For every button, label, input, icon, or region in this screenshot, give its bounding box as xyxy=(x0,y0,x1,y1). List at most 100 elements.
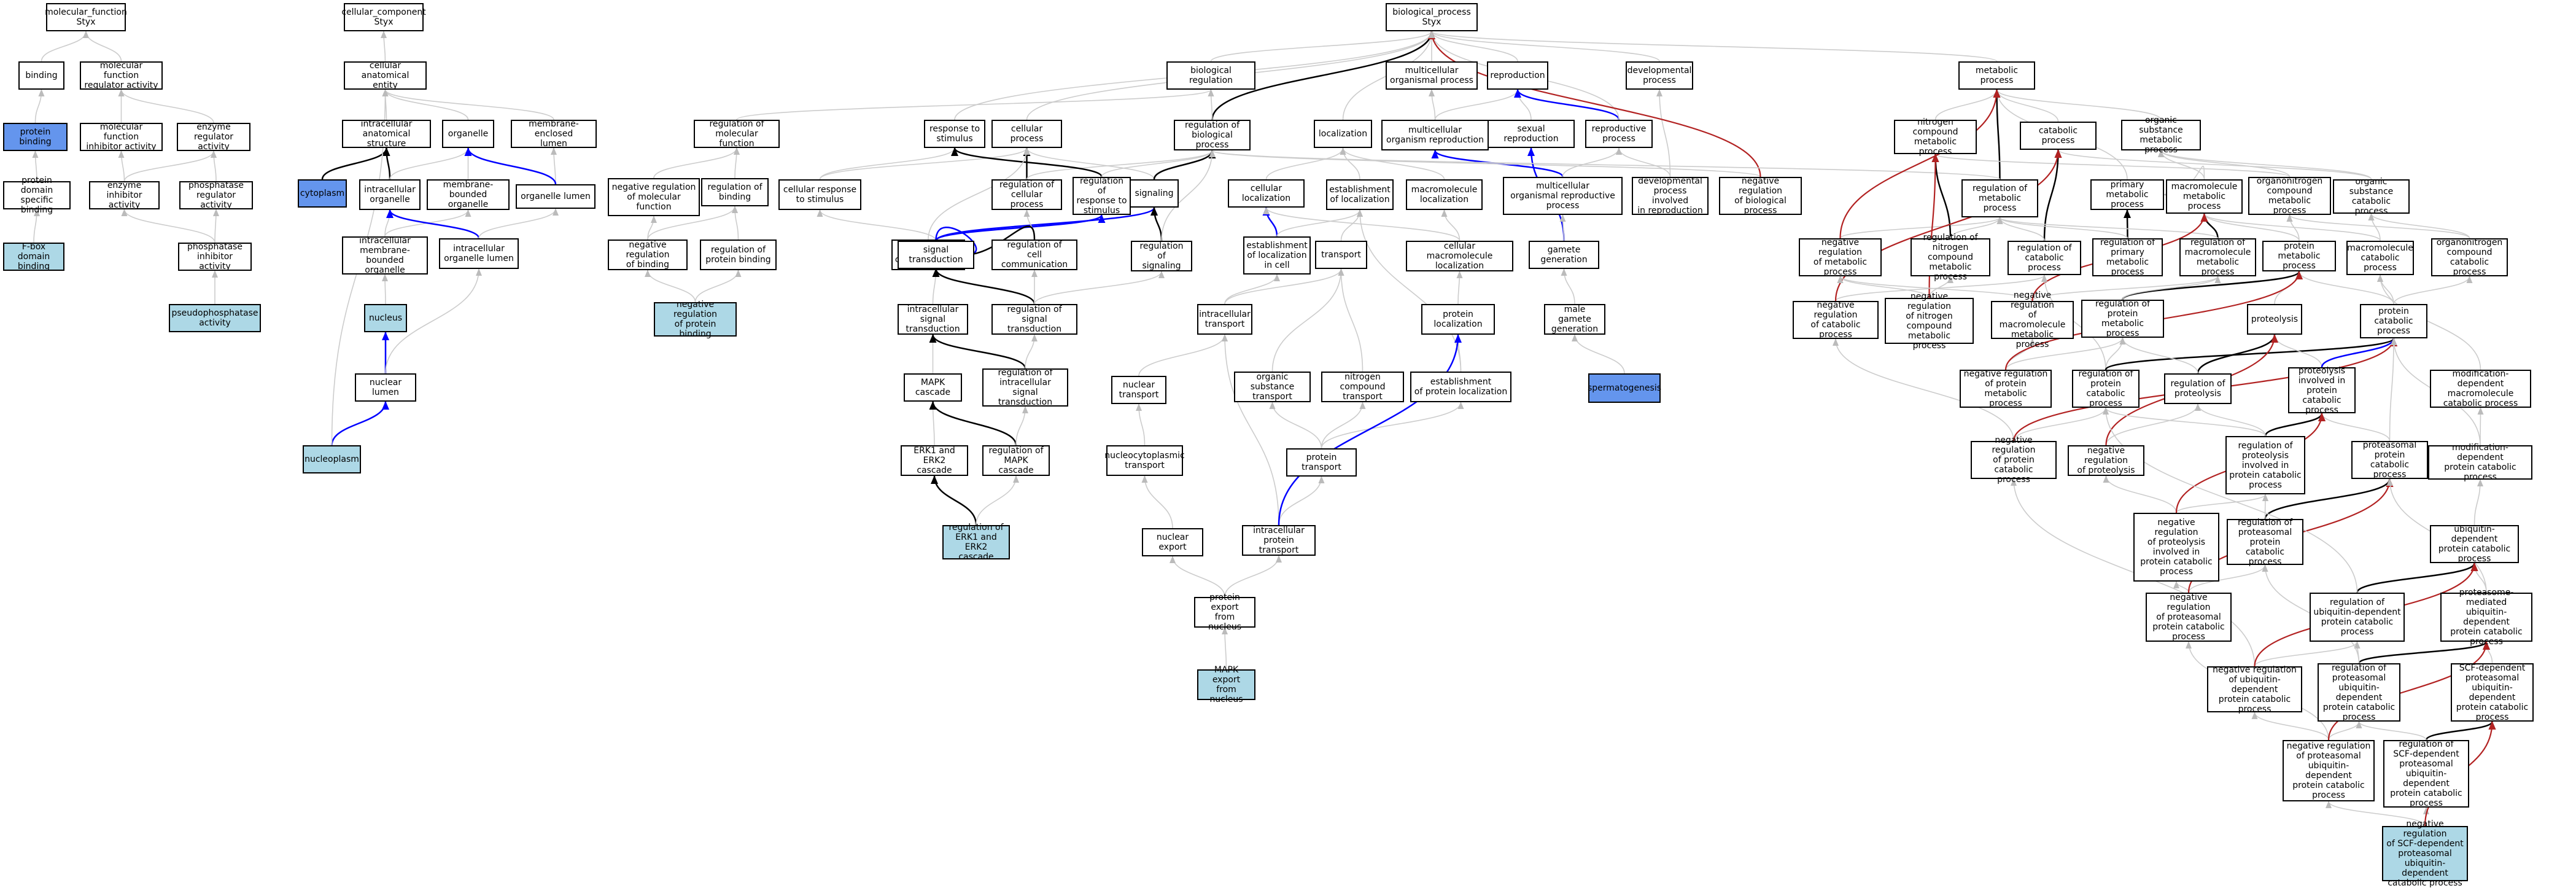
node-protmet[interactable]: protein metabolic process xyxy=(2262,241,2336,271)
node-negregpudpcp[interactable]: negative regulation of proteasomal ubiqu… xyxy=(2283,740,2375,801)
node-regprim[interactable]: regulation of primary metabolic process xyxy=(2092,238,2163,277)
node-mapk[interactable]: MAPK cascade xyxy=(904,373,962,402)
node-negregppcp[interactable]: negative regulation of proteasomal prote… xyxy=(2146,593,2232,642)
node-regmacro[interactable]: regulation of macromolecule metabolic pr… xyxy=(2179,238,2256,277)
node-negregprotmet[interactable]: negative regulation of protein metabolic… xyxy=(1960,369,2052,408)
node-negregscf[interactable]: negative regulation of SCF-dependent pro… xyxy=(2382,819,2468,888)
node-mdmcp[interactable]: modification-dependent macromolecule cat… xyxy=(2430,369,2531,408)
node-nuclumen[interactable]: nuclear lumen xyxy=(355,373,416,402)
node-mor[interactable]: multicellular organism reproduction xyxy=(1381,120,1489,150)
node-mbo[interactable]: membrane-bounded organelle xyxy=(427,179,510,210)
node-bp[interactable]: biological_process Styx xyxy=(1386,3,1478,31)
node-mfra[interactable]: molecular function regulator activity xyxy=(80,61,163,90)
node-regcat[interactable]: regulation of catabolic process xyxy=(2008,241,2081,275)
node-mapkexp[interactable]: MAPK export from nucleus xyxy=(1197,665,1255,704)
node-negregmacro[interactable]: negative regulation of macromolecule met… xyxy=(1991,290,2074,349)
node-mdpcp[interactable]: modification-dependent protein catabolic… xyxy=(2428,443,2532,482)
node-pipcp[interactable]: proteolysis involved in protein cataboli… xyxy=(2288,366,2356,415)
node-negregproteo[interactable]: negative regulation of proteolysis xyxy=(2068,445,2144,476)
node-regncmp[interactable]: regulation of nitrogen compound metaboli… xyxy=(1911,233,1990,282)
node-fbox[interactable]: F-box domain binding xyxy=(3,242,64,271)
node-onccp[interactable]: organonitrogen compound catabolic proces… xyxy=(2431,238,2508,277)
node-negregbind[interactable]: negative regulation of binding xyxy=(608,240,688,270)
node-regprotmet[interactable]: regulation of protein metabolic process xyxy=(2081,299,2164,338)
node-negregmet[interactable]: negative regulation of metabolic process xyxy=(1799,238,1882,277)
node-cml[interactable]: cellular macromolecule localization xyxy=(1406,241,1513,271)
node-crs[interactable]: cellular response to stimulus xyxy=(778,179,861,210)
node-nucleus[interactable]: nucleus xyxy=(364,304,407,332)
node-ppcp[interactable]: proteasomal protein catabolic process xyxy=(2351,440,2428,480)
node-negregprotbind[interactable]: negative regulation of protein binding xyxy=(654,300,737,339)
node-intorg[interactable]: intracellular organelle xyxy=(359,179,421,210)
node-mfia[interactable]: molecular function inhibitor activity xyxy=(80,122,163,152)
node-transport[interactable]: transport xyxy=(1315,241,1367,269)
node-macrocat[interactable]: macromolecule catabolic process xyxy=(2346,241,2414,275)
node-udpcp[interactable]: ubiquitin-dependent protein catabolic pr… xyxy=(2430,524,2519,564)
node-negregncmp[interactable]: negative regulation of nitrogen compound… xyxy=(1885,292,1974,351)
node-pdsb[interactable]: protein domain specific binding xyxy=(3,176,71,215)
node-local[interactable]: localization xyxy=(1314,120,1372,148)
node-nuctrans[interactable]: nuclear transport xyxy=(1111,376,1166,404)
node-regudpcp[interactable]: regulation of ubiquitin-dependent protei… xyxy=(2310,593,2405,642)
node-devproc[interactable]: developmental process xyxy=(1626,61,1693,90)
node-mop[interactable]: multicellular organismal process xyxy=(1386,61,1478,90)
node-mf[interactable]: molecular_function Styx xyxy=(45,3,127,31)
node-pseudo[interactable]: pseudophosphatase activity xyxy=(169,304,261,332)
node-erk[interactable]: ERK1 and ERK2 cascade xyxy=(901,445,968,476)
node-regscf[interactable]: regulation of SCF-dependent proteasomal … xyxy=(2383,739,2469,808)
node-regcp[interactable]: regulation of cellular process xyxy=(991,179,1062,210)
node-estprotloc[interactable]: establishment of protein localization xyxy=(1410,372,1511,402)
node-regmapk[interactable]: regulation of MAPK cascade xyxy=(982,445,1050,476)
node-cellproc[interactable]: cellular process xyxy=(991,120,1062,148)
node-pmudpcp[interactable]: proteasome-mediated ubiquitin-dependent … xyxy=(2440,588,2532,647)
node-ipt[interactable]: intracellular protein transport xyxy=(1242,525,1316,556)
node-imbo[interactable]: intracellular membrane-bounded organelle xyxy=(342,236,428,275)
node-nucleoplasm[interactable]: nucleoplasm xyxy=(303,445,361,473)
node-protloc[interactable]: protein localization xyxy=(1421,304,1495,335)
node-rts[interactable]: response to stimulus xyxy=(924,120,985,148)
node-malegam[interactable]: male gamete generation xyxy=(1544,304,1605,335)
node-protbind[interactable]: protein binding xyxy=(3,123,68,151)
node-regproteo[interactable]: regulation of proteolysis xyxy=(2164,373,2232,404)
node-iST[interactable]: intracellular signal transduction xyxy=(898,304,968,335)
node-estlocincell[interactable]: establishment of localization in cell xyxy=(1243,236,1311,275)
node-iol[interactable]: intracellular organelle lumen xyxy=(439,238,519,269)
node-nucexp[interactable]: nuclear export xyxy=(1142,528,1203,556)
node-organelle[interactable]: organelle xyxy=(442,120,494,148)
node-negregudpcp[interactable]: negative regulation of ubiquitin-depende… xyxy=(2207,665,2302,714)
node-primmet[interactable]: primary metabolic process xyxy=(2090,179,2164,210)
node-ost[interactable]: organic substance transport xyxy=(1234,372,1311,402)
node-nct[interactable]: nitrogen compound transport xyxy=(1321,372,1404,402)
node-regiST[interactable]: regulation of intracellular signal trans… xyxy=(982,368,1068,407)
node-protcat[interactable]: protein catabolic process xyxy=(2360,304,2427,338)
node-cc[interactable]: cellular_component Styx xyxy=(341,3,426,31)
node-sigtrans[interactable]: signal transduction xyxy=(898,241,974,269)
node-repro[interactable]: reproduction xyxy=(1487,61,1548,90)
node-regmetproc[interactable]: regulation of metabolic process xyxy=(1961,179,2038,217)
node-binding[interactable]: binding xyxy=(18,61,64,90)
node-prottrans[interactable]: protein transport xyxy=(1286,448,1357,477)
node-morp[interactable]: multicellular organismal reproductive pr… xyxy=(1503,177,1623,215)
node-repproc[interactable]: reproductive process xyxy=(1585,120,1653,148)
node-regerk[interactable]: regulation of ERK1 and ERK2 cascade xyxy=(942,523,1010,562)
node-cellloc[interactable]: cellular localization xyxy=(1228,179,1305,208)
node-regST[interactable]: regulation of signal transduction xyxy=(991,304,1077,335)
node-regpipcp[interactable]: regulation of proteolysis involved in pr… xyxy=(2225,436,2305,494)
node-negregprotcat[interactable]: negative regulation of protein catabolic… xyxy=(1971,435,2057,485)
node-negregpipcp[interactable]: negative regulation of proteolysis invol… xyxy=(2133,513,2219,582)
node-metproc[interactable]: metabolic process xyxy=(1958,61,2035,90)
node-estloc[interactable]: establishment of localization xyxy=(1326,179,1394,210)
node-ncpt[interactable]: nucleocytoplasmic transport xyxy=(1104,445,1185,476)
node-regcellcomm[interactable]: regulation of cell communication xyxy=(991,240,1077,270)
node-pefn[interactable]: protein export from nucleus xyxy=(1194,593,1255,632)
node-sexrep[interactable]: sexual reproduction xyxy=(1488,120,1575,148)
node-phra[interactable]: phosphatase regulator activity xyxy=(179,181,253,210)
node-bioreg[interactable]: biological regulation xyxy=(1166,61,1255,90)
node-regbp[interactable]: regulation of biological process xyxy=(1174,120,1251,150)
node-regmf[interactable]: regulation of molecular function xyxy=(694,119,780,149)
node-orglumen[interactable]: organelle lumen xyxy=(516,184,596,209)
node-ncmp[interactable]: nitrogen compound metabolic process xyxy=(1894,117,1977,157)
node-negregmf[interactable]: negative regulation of molecular functio… xyxy=(608,178,700,216)
node-proteolysis[interactable]: proteolysis xyxy=(2247,304,2302,335)
node-regpudpcp[interactable]: regulation of proteasomal ubiquitin-depe… xyxy=(2318,663,2400,722)
